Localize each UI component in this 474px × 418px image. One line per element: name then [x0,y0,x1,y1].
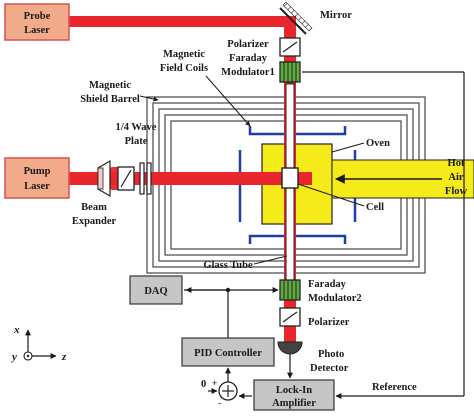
beam-expander-label-2: Expander [72,216,117,227]
axis-y-label: y [10,351,17,363]
lockin-label-2: Amplifier [272,398,316,409]
photo-detector-label-1: Photo [318,349,344,360]
beam-expander-label-1: Beam [81,202,107,213]
zero-label: 0 [201,379,206,390]
oven-label: Oven [366,138,390,149]
lockin-amplifier-box [253,379,335,411]
faraday-mod1-label-2: Modulator1 [221,67,275,78]
probe-laser-label-1: Probe [24,11,51,22]
probe-laser-label-2: Laser [24,25,50,36]
polarizer-bottom-label: Polarizer [308,317,350,328]
pump-laser-label-1: Pump [24,166,51,177]
cell-pointer [297,183,365,207]
plus-sign: + [212,379,217,389]
mirror [279,1,313,35]
photo-detector-label-2: Detector [310,363,349,374]
polarizer-top [279,37,301,57]
glass-tube-pointer [253,255,288,265]
magnetic-field-coils-label-2: Field Coils [160,63,208,74]
mirror-label: Mirror [320,10,352,21]
coils-pointer [205,75,251,127]
hot-air-label-3: Flow [445,186,468,197]
reference-label: Reference [372,382,417,393]
cell [281,167,299,189]
probe-beam-horizontal [68,16,292,27]
glass-tube-label: Glass Tube [203,260,253,271]
quarter-wave-label-1: 1/4 Wave [116,122,157,133]
beam-expander [97,159,111,198]
pid-controller-label: PID Controller [194,348,262,359]
pump-laser-label-2: Laser [24,181,50,192]
lockin-label-1: Lock-In [276,385,312,396]
pump-laser-box [4,157,70,199]
hot-air-label-2: Air [448,172,464,183]
pump-polarizer [117,166,135,191]
oven-pointer [331,142,365,153]
faraday-mod1-label-1: Faraday [229,53,268,64]
magnetic-field-coils-label-1: Magnetic [163,49,205,60]
quarter-wave-plate [139,162,152,195]
photo-detector [277,341,303,355]
magnetic-shield-label-2: Shield Barrel [80,94,140,105]
axis-z-label: z [61,351,67,363]
shield-pointer [139,95,159,102]
magnetic-shield-label-1: Magnetic [89,80,131,91]
quarter-wave-label-2: Plate [125,136,148,147]
daq-box [129,275,183,305]
faraday-mod2-label-1: Faraday [308,279,347,290]
faraday-modulator-2 [279,279,301,301]
axis-x-label: x [13,324,20,336]
faraday-modulator-1 [279,61,301,83]
coordinate-axes [23,329,57,361]
minus-sign: - [218,399,221,409]
probe-laser-box [4,3,70,41]
pid-controller-box [181,337,275,367]
polarizer-bottom [279,307,301,327]
polarizer-top-label: Polarizer [227,39,269,50]
daq-label: DAQ [144,286,167,297]
hot-air-label-1: Hot [448,158,465,169]
cell-label: Cell [366,202,384,213]
faraday-mod2-label-2: Modulator2 [308,293,362,304]
